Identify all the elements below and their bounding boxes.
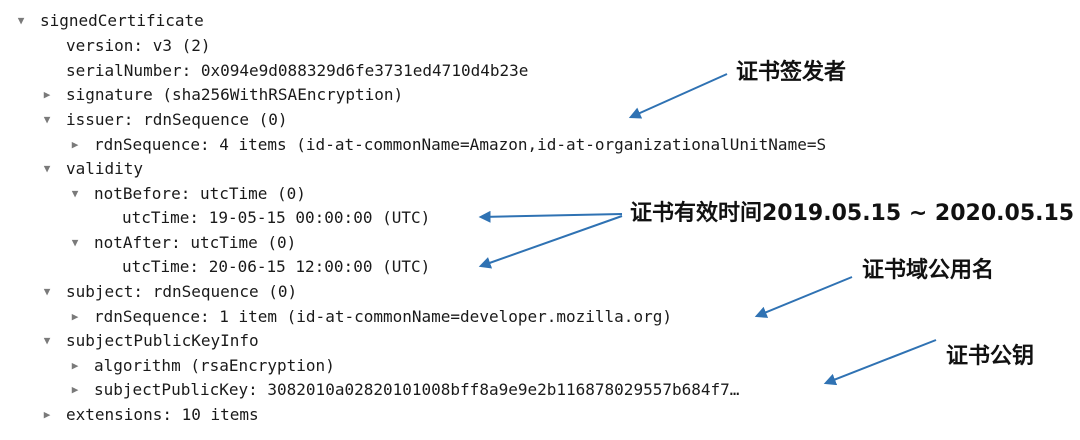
tree-row-not-after[interactable]: ▼ notAfter: utcTime (0) (68, 231, 297, 255)
version-label: version: v3 (2) (66, 36, 211, 55)
tree-row-issuer[interactable]: ▼ issuer: rdnSequence (0) (40, 108, 288, 132)
tree-row-algorithm[interactable]: ▶ algorithm (rsaEncryption) (68, 354, 335, 378)
validity-label: validity (66, 159, 144, 178)
annotation-issuer: 证书签发者 (736, 60, 847, 85)
subject-public-key-info-label: subjectPublicKeyInfo (66, 331, 259, 350)
triangle-right-icon[interactable]: ▶ (71, 359, 79, 372)
not-before-time-label: utcTime: 19-05-15 00:00:00 (UTC) (122, 208, 431, 227)
triangle-down-icon[interactable]: ▼ (71, 187, 79, 200)
tree-row-not-after-time: utcTime: 20-06-15 12:00:00 (UTC) (96, 255, 430, 279)
annotation-public-key: 证书公钥 (946, 344, 1035, 369)
triangle-down-icon[interactable]: ▼ (71, 236, 79, 249)
arrow-issuer (628, 73, 728, 119)
subject-public-key-label: subjectPublicKey: 3082010a02820101008bff… (94, 380, 740, 399)
not-after-time-label: utcTime: 20-06-15 12:00:00 (UTC) (122, 257, 431, 276)
tree-row-extensions[interactable]: ▶ extensions: 10 items (40, 403, 259, 427)
triangle-right-icon[interactable]: ▶ (71, 383, 79, 396)
signed-certificate-label: signedCertificate (40, 11, 204, 30)
arrow-not-before (478, 210, 623, 223)
triangle-down-icon[interactable]: ▼ (43, 334, 51, 347)
triangle-down-icon[interactable]: ▼ (17, 14, 25, 27)
tree-row-signature[interactable]: ▶ signature (sha256WithRSAEncryption) (40, 83, 403, 107)
signature-label: signature (sha256WithRSAEncryption) (66, 85, 404, 104)
not-before-label: notBefore: utcTime (0) (94, 184, 306, 203)
annotation-subject: 证书域公用名 (862, 258, 995, 283)
triangle-right-icon[interactable]: ▶ (43, 88, 51, 101)
issuer-label: issuer: rdnSequence (0) (66, 110, 288, 129)
triangle-down-icon[interactable]: ▼ (43, 113, 51, 126)
tree-row-signed-certificate[interactable]: ▼ signedCertificate (14, 9, 204, 33)
arrow-public-key (823, 339, 937, 386)
triangle-down-icon[interactable]: ▼ (43, 285, 51, 298)
triangle-down-icon[interactable]: ▼ (43, 162, 51, 175)
tree-row-version: version: v3 (2) (40, 34, 211, 58)
annotation-validity: 证书有效时间2019.05.15 ~ 2020.05.15 (630, 201, 1075, 226)
not-after-label: notAfter: utcTime (0) (94, 233, 297, 252)
tree-row-subject-public-key[interactable]: ▶ subjectPublicKey: 3082010a02820101008b… (68, 378, 740, 402)
tree-row-not-before-time: utcTime: 19-05-15 00:00:00 (UTC) (96, 206, 430, 230)
tree-row-serial-number: serialNumber: 0x094e9d088329d6fe3731ed47… (40, 59, 528, 83)
extensions-label: extensions: 10 items (66, 405, 259, 424)
tree-row-subject-public-key-info[interactable]: ▼ subjectPublicKeyInfo (40, 329, 259, 353)
serial-number-label: serialNumber: 0x094e9d088329d6fe3731ed47… (66, 61, 529, 80)
tree-row-subject[interactable]: ▼ subject: rdnSequence (0) (40, 280, 298, 304)
subject-rdn-sequence-label: rdnSequence: 1 item (id-at-commonName=de… (94, 307, 672, 326)
arrow-not-after (478, 215, 623, 269)
tree-row-validity[interactable]: ▼ validity (40, 157, 143, 181)
tree-row-subject-rdn-sequence[interactable]: ▶ rdnSequence: 1 item (id-at-commonName=… (68, 305, 672, 329)
tree-row-not-before[interactable]: ▼ notBefore: utcTime (0) (68, 182, 306, 206)
triangle-right-icon[interactable]: ▶ (71, 310, 79, 323)
subject-label: subject: rdnSequence (0) (66, 282, 298, 301)
arrow-subject (754, 276, 853, 318)
algorithm-label: algorithm (rsaEncryption) (94, 356, 335, 375)
triangle-right-icon[interactable]: ▶ (71, 138, 79, 151)
issuer-rdn-sequence-label: rdnSequence: 4 items (id-at-commonName=A… (94, 135, 827, 154)
tree-row-issuer-rdn-sequence[interactable]: ▶ rdnSequence: 4 items (id-at-commonName… (68, 133, 898, 157)
triangle-right-icon[interactable]: ▶ (43, 408, 51, 421)
